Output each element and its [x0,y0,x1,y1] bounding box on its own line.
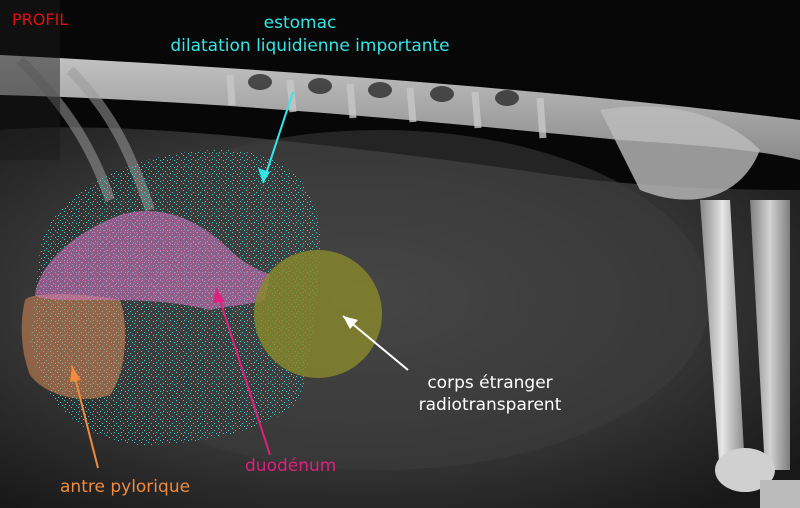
duodenum-label: duodénum [245,456,337,476]
stomach-label: estomac [263,13,337,33]
pyloric-antrum-label: antre pylorique [60,477,191,497]
foreign-body-label-line2: radiotransparent [418,395,562,415]
view-label: PROFIL [12,10,69,29]
foreign-body-label-line1: corps étranger [427,373,553,393]
stomach-sublabel: dilatation liquidienne importante [170,36,450,56]
